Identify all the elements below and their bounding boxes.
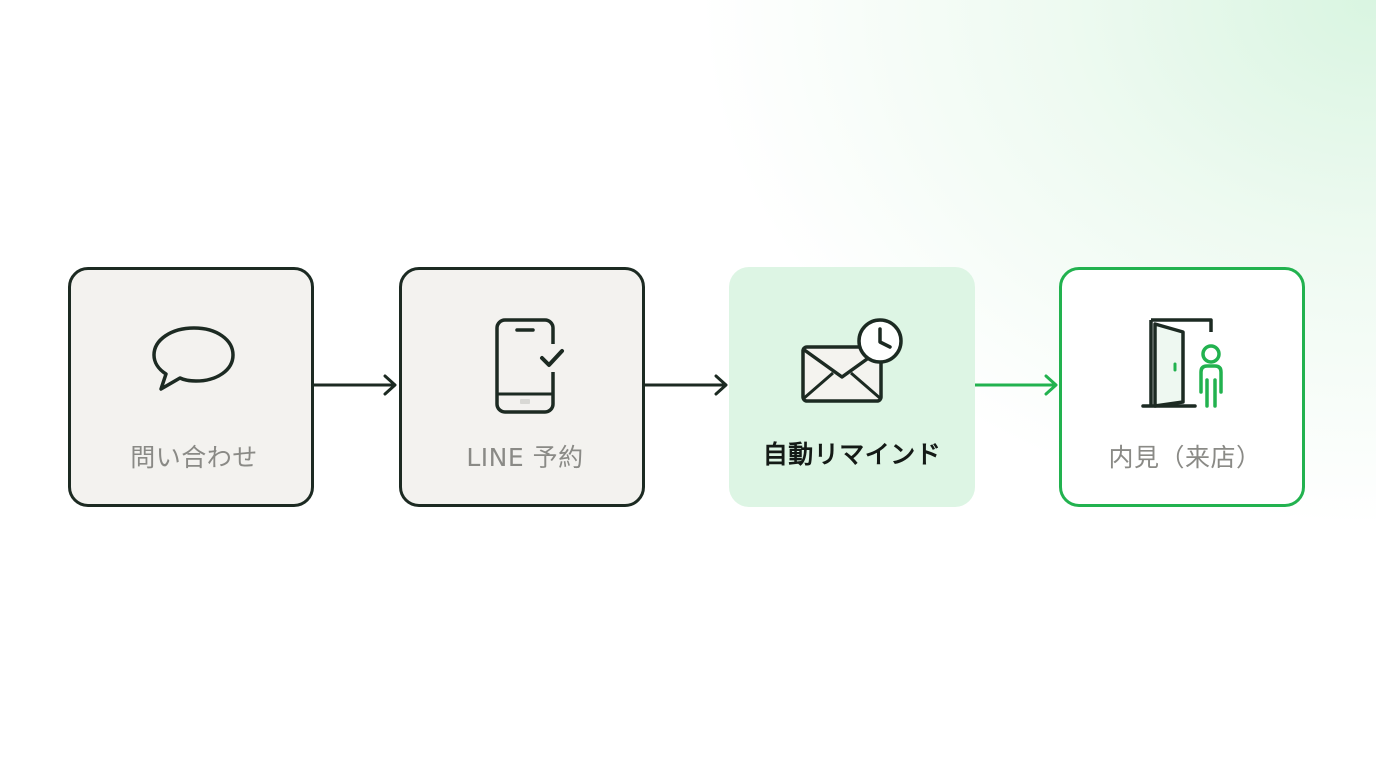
- step-label: 内見（来店）: [1108, 443, 1262, 472]
- step-line-booking: LINE 予約: [399, 267, 645, 507]
- arrow-right-icon: [314, 374, 397, 396]
- step-viewing-visit: 内見（来店）: [1059, 267, 1305, 507]
- smartphone-check-icon: [402, 314, 648, 414]
- arrow-right-icon: [645, 374, 728, 396]
- speech-bubble-icon: [71, 314, 317, 414]
- arrow-right-icon: [975, 374, 1058, 396]
- step-label: 問い合わせ: [130, 443, 258, 472]
- step-auto-reminder: 自動リマインド: [729, 267, 975, 507]
- step-label: 自動リマインド: [762, 440, 942, 469]
- envelope-clock-icon: [729, 311, 975, 411]
- step-label: LINE 予約: [466, 443, 584, 472]
- step-inquiry: 問い合わせ: [68, 267, 314, 507]
- door-person-icon: [1062, 314, 1308, 414]
